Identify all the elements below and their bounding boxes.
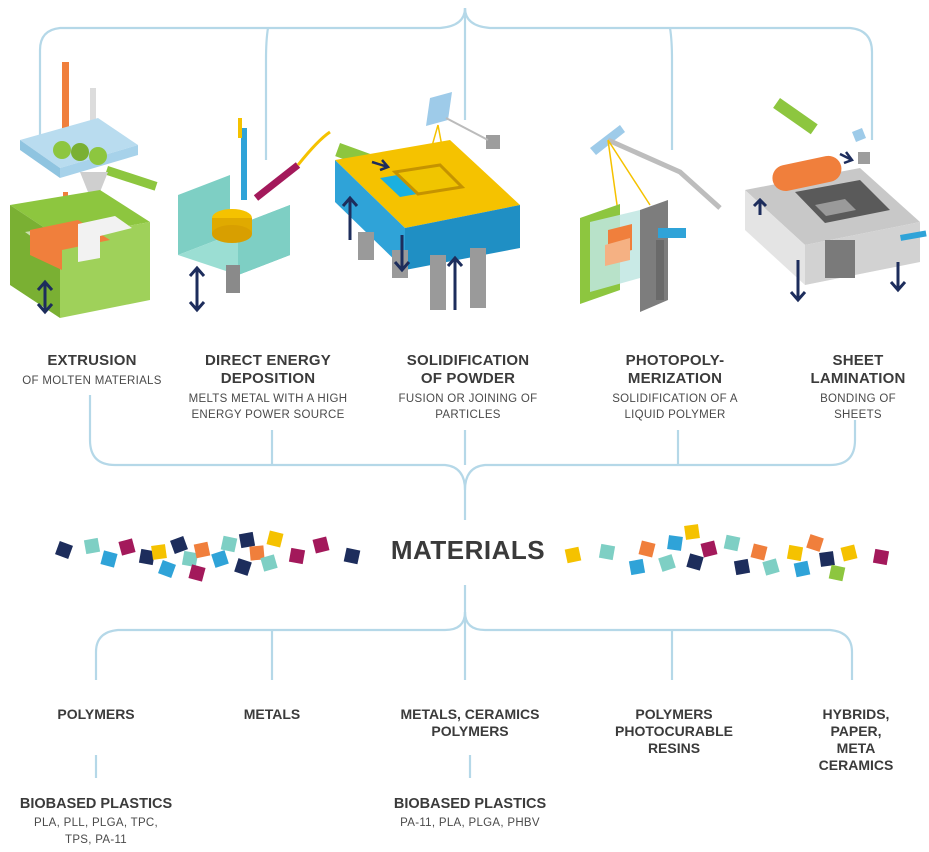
process-photopolymerization: PHOTOPOLY- MERIZATION SOLIDIFICATION OF … [612, 352, 738, 423]
material-cubes-left [55, 530, 361, 582]
material-photocurable-resins: POLYMERS PHOTOCURABLE RESINS [615, 706, 733, 756]
biobased-plastics-extrusion: BIOBASED PLASTICS PLA, PLL, PLGA, TPC, T… [20, 795, 172, 849]
process-description: FUSION OR JOINING OF PARTICLES [398, 393, 538, 421]
process-title: SHEET LAMINATION [810, 352, 906, 387]
process-title: EXTRUSION [47, 352, 137, 369]
bottom-connector-lines [94, 611, 854, 778]
sheet-lamination-illustration [745, 97, 927, 303]
powder-bed-illustration [335, 92, 520, 310]
material-hybrids: HYBRIDS, PAPER, META CERAMICS [818, 706, 894, 773]
materials-heading: MATERIALS [390, 535, 546, 565]
process-solidification-of-powder: SOLIDIFICATION OF POWDER FUSION OR JOINI… [399, 352, 538, 423]
process-title: SOLIDIFICATION OF POWDER [406, 352, 530, 387]
extrusion-machine-illustration [10, 62, 158, 318]
process-title: PHOTOPOLY- MERIZATION [625, 352, 725, 387]
ded-machine-illustration [178, 118, 331, 313]
photopolymer-vat-illustration [580, 125, 722, 312]
process-extrusion: EXTRUSION OF MOLTEN MATERIALS [22, 352, 161, 389]
sub-material-list: PA-11, PLA, PLGA, PHBV [400, 817, 540, 829]
material-metals: METALS [243, 706, 301, 722]
material-metals-ceramics-polymers: METALS, CERAMICS POLYMERS [400, 706, 540, 739]
biobased-plastics-powder: BIOBASED PLASTICS PA-11, PLA, PLGA, PHBV [394, 795, 546, 832]
process-title: DIRECT ENERGY DEPOSITION [205, 352, 331, 387]
process-description: MELTS METAL WITH A HIGH ENERGY POWER SOU… [188, 393, 348, 421]
process-direct-energy-deposition: DIRECT ENERGY DEPOSITION MELTS METAL WIT… [189, 352, 348, 423]
material-polymers: POLYMERS [57, 706, 135, 722]
process-description: OF MOLTEN MATERIALS [22, 375, 162, 387]
process-description: BONDING OF SHEETS [820, 393, 896, 421]
top-connector-lines [38, 7, 874, 160]
sub-material-list: PLA, PLL, PLGA, TPC, TPS, PA-11 [33, 817, 159, 846]
sub-material-title: BIOBASED PLASTICS [393, 796, 547, 812]
sub-material-title: BIOBASED PLASTICS [19, 796, 173, 812]
middle-connector-lines [88, 395, 857, 612]
material-cubes-right [564, 524, 890, 582]
process-description: SOLIDIFICATION OF A LIQUID POLYMER [612, 393, 738, 421]
process-sheet-lamination: SHEET LAMINATION BONDING OF SHEETS [810, 352, 905, 423]
